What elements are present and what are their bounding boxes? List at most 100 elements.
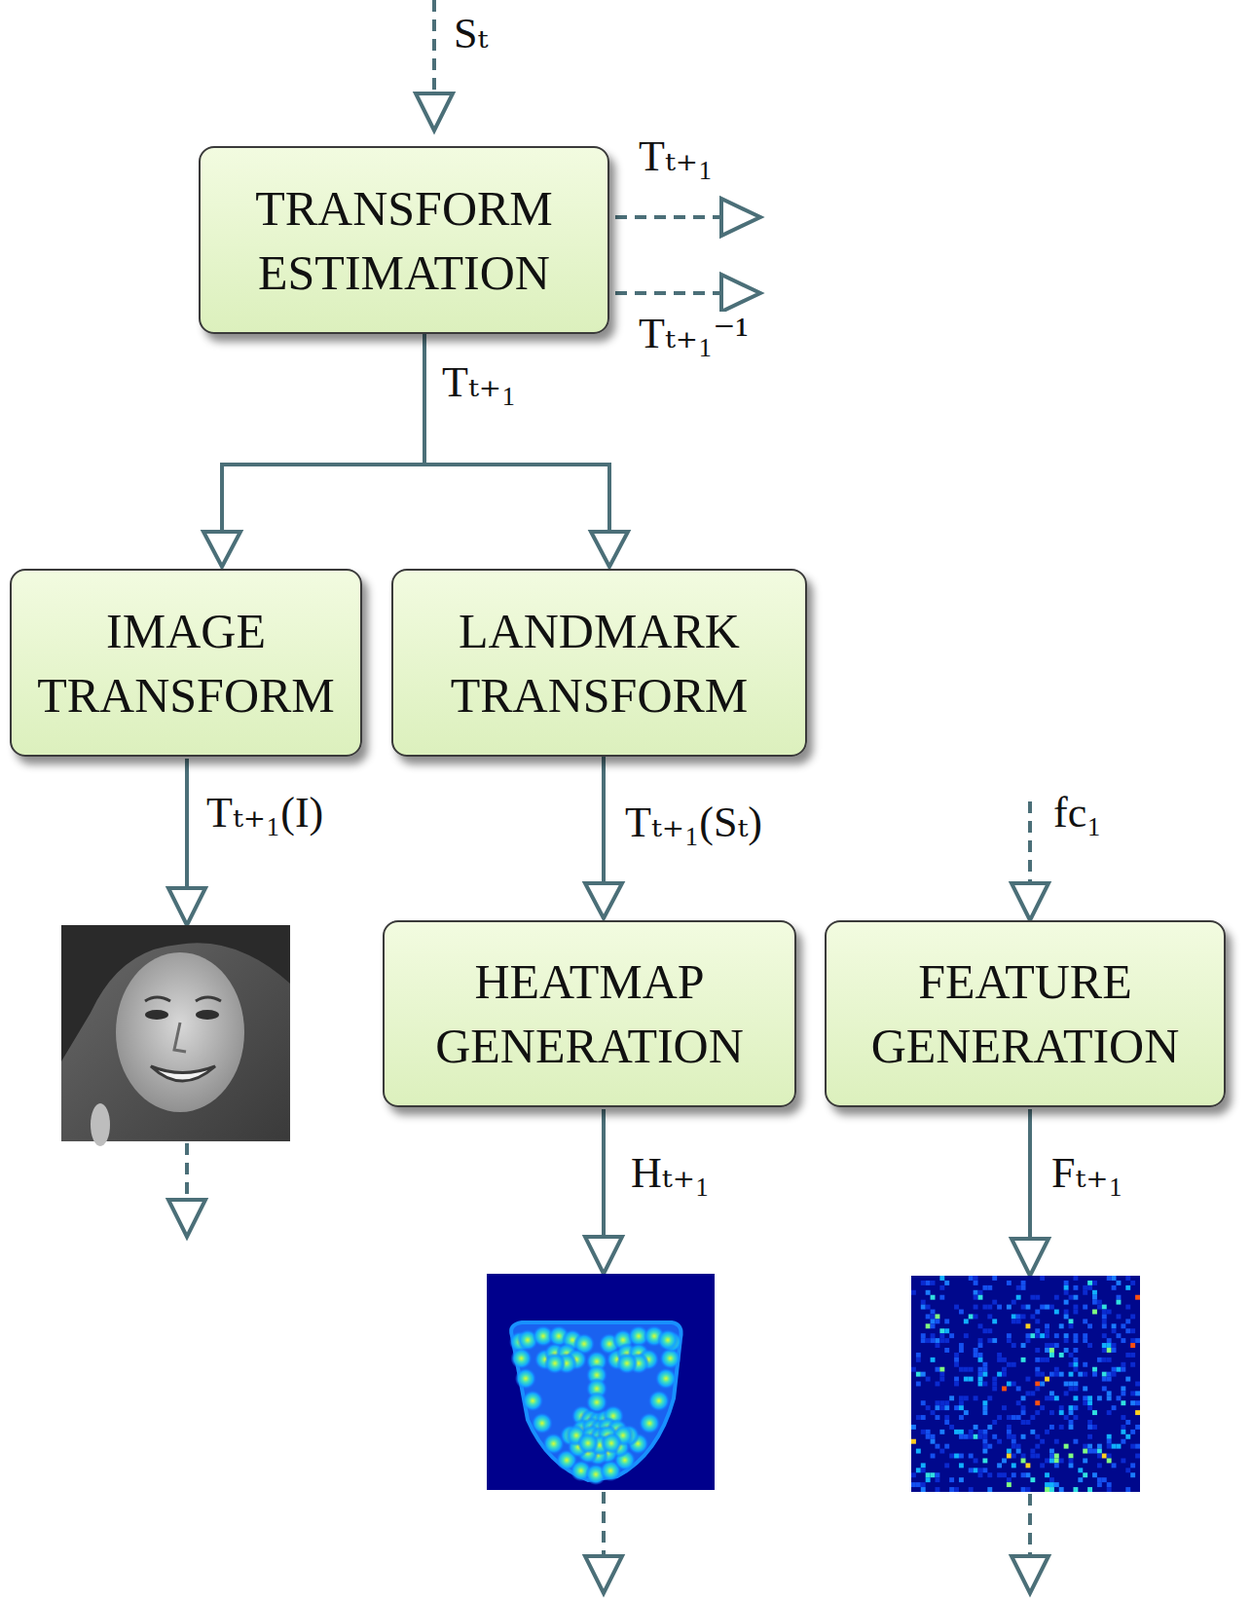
feature-cell	[1130, 1390, 1136, 1396]
feature-cell	[1030, 1414, 1035, 1420]
feature-cell	[958, 1366, 964, 1372]
feature-cell	[978, 1337, 984, 1343]
feature-cell	[920, 1467, 926, 1472]
feature-cell	[939, 1371, 945, 1377]
feature-cell	[987, 1313, 993, 1319]
feature-cell	[1068, 1409, 1074, 1415]
feature-cell	[1021, 1404, 1027, 1410]
feature-cell	[954, 1486, 959, 1492]
feature-cell	[1111, 1285, 1117, 1290]
nose	[174, 1022, 186, 1052]
signal-label: Hₜ₊₁	[628, 1150, 712, 1196]
feature-cell	[987, 1443, 993, 1449]
feature-cell	[982, 1304, 988, 1310]
feature-cell	[978, 1352, 984, 1358]
feature-cell	[925, 1429, 931, 1435]
feature-cell	[1106, 1409, 1112, 1415]
feature-cell	[1068, 1404, 1074, 1410]
feature-cell	[968, 1275, 974, 1281]
feature-cell	[1016, 1448, 1022, 1454]
feature-cell	[1097, 1357, 1103, 1362]
feature-cell	[1026, 1376, 1031, 1382]
feature-cell	[1030, 1453, 1035, 1459]
feature-cell	[1092, 1409, 1098, 1415]
feature-cell	[1102, 1318, 1107, 1324]
feature-cell	[982, 1285, 988, 1290]
feature-cell	[1021, 1304, 1027, 1310]
feature-cell	[1064, 1299, 1069, 1305]
feature-cell	[1087, 1285, 1093, 1290]
feature-cell	[958, 1342, 964, 1348]
feature-cell	[1068, 1453, 1074, 1459]
feature-cell	[911, 1289, 917, 1295]
feature-cell	[1039, 1357, 1045, 1362]
feature-cell	[925, 1337, 931, 1343]
feature-cell	[1059, 1486, 1065, 1492]
arrowhead	[1011, 883, 1049, 920]
feature-cell	[1097, 1299, 1103, 1305]
feature-cell	[1116, 1280, 1122, 1286]
feature-cell	[1111, 1342, 1117, 1348]
feature-cell	[1130, 1429, 1136, 1435]
feature-cell	[1111, 1462, 1117, 1468]
feature-cell	[1021, 1395, 1027, 1400]
feature-cell	[1072, 1332, 1078, 1338]
landmark-dot	[638, 1411, 661, 1434]
feature-cell	[1034, 1327, 1040, 1333]
feature-cell	[925, 1471, 931, 1477]
feature-cell	[968, 1366, 974, 1372]
feature-cell	[992, 1337, 997, 1343]
feature-cell	[1120, 1366, 1126, 1372]
feature-cell	[949, 1453, 955, 1459]
feature-cell	[1092, 1289, 1098, 1295]
feature-cell	[973, 1294, 979, 1300]
feature-cell	[1049, 1409, 1055, 1415]
feature-cell	[1034, 1357, 1040, 1362]
arrowhead	[721, 198, 761, 236]
feature-cell	[1092, 1280, 1098, 1286]
feature-cell	[1097, 1443, 1103, 1449]
landmark-dot	[510, 1347, 532, 1369]
feature-cell	[1039, 1371, 1045, 1377]
feature-cell	[1111, 1443, 1117, 1449]
feature-cell	[1102, 1357, 1107, 1362]
feature-cell	[1034, 1347, 1040, 1353]
feature-cell	[1102, 1453, 1107, 1459]
feature-cell	[963, 1366, 969, 1372]
feature-cell	[1135, 1337, 1141, 1343]
feature-cell	[978, 1467, 984, 1472]
feature-generation-box: FEATURE GENERATION	[824, 919, 1226, 1107]
feature-cell	[1026, 1462, 1031, 1468]
feature-cell	[1064, 1337, 1069, 1343]
feature-cell	[934, 1313, 940, 1319]
feature-cell	[1034, 1294, 1040, 1300]
feature-cell	[920, 1462, 926, 1468]
feature-cell	[1034, 1385, 1040, 1391]
signal-label: Tₜ₊₁⁻¹	[636, 311, 751, 357]
feature-cell	[1120, 1385, 1126, 1391]
feature-cell	[996, 1462, 1002, 1468]
feature-cell	[1054, 1481, 1060, 1487]
feature-cell	[1039, 1275, 1045, 1281]
feature-cell	[1068, 1462, 1074, 1468]
smile	[150, 1066, 216, 1081]
feature-cell	[1026, 1419, 1031, 1425]
feature-cell	[1001, 1404, 1007, 1410]
feature-cell	[1006, 1337, 1012, 1343]
feature-cell	[934, 1443, 940, 1449]
feature-cell	[987, 1471, 993, 1477]
arrowhead	[1011, 1555, 1049, 1593]
feature-cell	[1044, 1481, 1050, 1487]
landmark-dot	[616, 1352, 638, 1374]
feature-cell	[954, 1357, 959, 1362]
feature-cell	[978, 1289, 984, 1295]
feature-cell	[1072, 1309, 1078, 1315]
feature-cell	[1120, 1337, 1126, 1343]
feature-cell	[1064, 1289, 1069, 1295]
feature-cell	[949, 1486, 955, 1492]
feature-cell	[1082, 1457, 1088, 1463]
feature-cell	[1054, 1309, 1060, 1315]
feature-cell	[1120, 1414, 1126, 1420]
feature-cell	[1092, 1294, 1098, 1300]
